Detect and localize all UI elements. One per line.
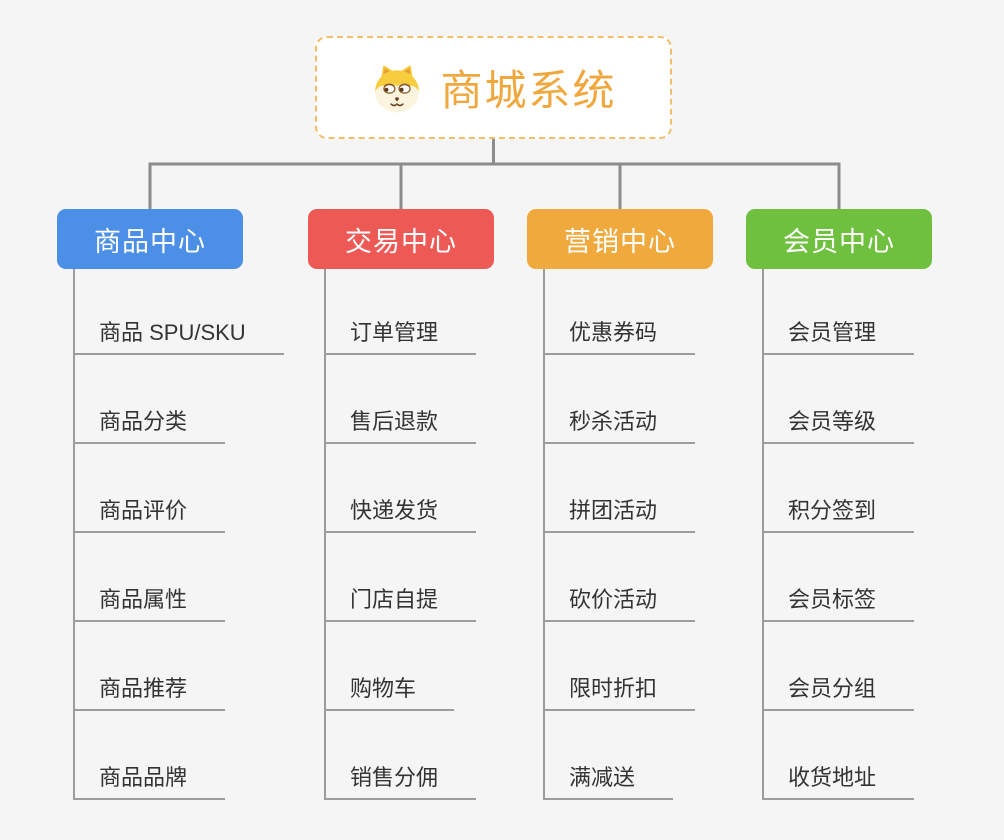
leaf-node[interactable]: 收货地址: [762, 764, 915, 800]
leaf-node[interactable]: 商品品牌: [73, 764, 226, 800]
branch-node[interactable]: 营销中心: [527, 209, 713, 269]
leaf-node[interactable]: 订单管理: [324, 319, 477, 355]
leaf-node[interactable]: 限时折扣: [543, 675, 696, 711]
branch-label: 营销中心: [564, 226, 676, 257]
branch-node[interactable]: 会员中心: [746, 209, 932, 269]
branch-node[interactable]: 交易中心: [308, 209, 494, 269]
branch-label: 交易中心: [345, 226, 457, 257]
leaf-node[interactable]: 商品 SPU/SKU: [73, 319, 284, 355]
branch-node[interactable]: 商品中心: [57, 209, 243, 269]
leaf-node[interactable]: 门店自提: [324, 586, 477, 622]
leaf-node[interactable]: 满减送: [543, 764, 674, 800]
leaf-node[interactable]: 秒杀活动: [543, 408, 696, 444]
leaf-node[interactable]: 商品分类: [73, 408, 226, 444]
root-title: 商城系统: [440, 67, 617, 114]
leaf-node[interactable]: 积分签到: [762, 497, 915, 533]
leaf-node[interactable]: 快递发货: [324, 497, 477, 533]
branch-label: 商品中心: [94, 226, 206, 257]
leaf-node[interactable]: 优惠券码: [543, 319, 696, 355]
shiba-dog-icon: [375, 64, 420, 112]
root-node[interactable]: 商城系统: [315, 36, 672, 139]
leaf-node[interactable]: 会员等级: [762, 408, 915, 444]
leaf-node[interactable]: 售后退款: [324, 408, 477, 444]
branch-label: 会员中心: [783, 226, 895, 257]
leaf-node[interactable]: 商品属性: [73, 586, 226, 622]
leaf-node[interactable]: 会员管理: [762, 319, 915, 355]
leaf-node[interactable]: 商品推荐: [73, 675, 226, 711]
leaf-node[interactable]: 购物车: [324, 675, 455, 711]
leaf-node[interactable]: 会员标签: [762, 586, 915, 622]
leaf-node[interactable]: 砍价活动: [543, 586, 696, 622]
leaf-node[interactable]: 销售分佣: [324, 764, 477, 800]
leaf-node[interactable]: 拼团活动: [543, 497, 696, 533]
leaf-node[interactable]: 商品评价: [73, 497, 226, 533]
leaf-node[interactable]: 会员分组: [762, 675, 915, 711]
